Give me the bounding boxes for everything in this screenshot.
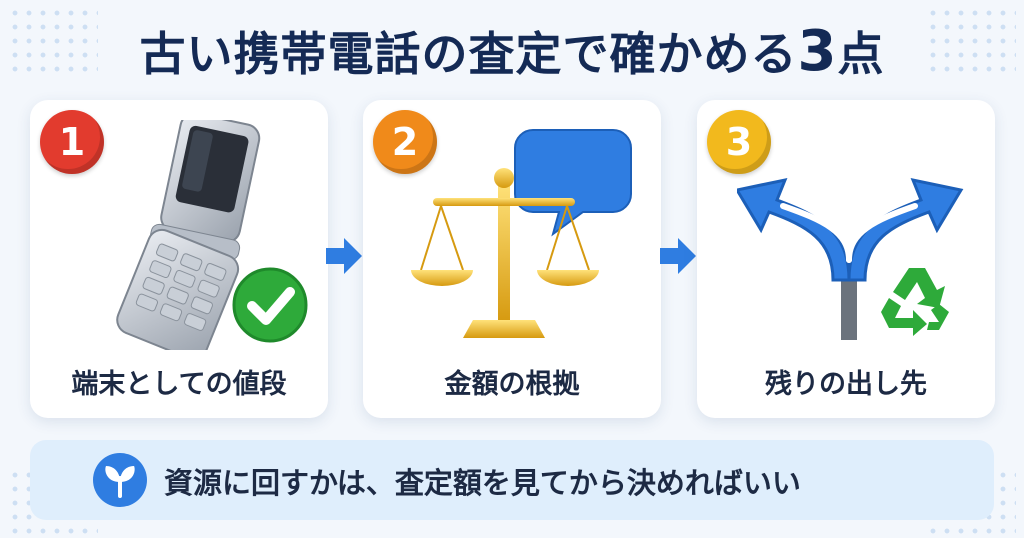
page-title: 古い携帯電話の査定で確かめる3点 — [0, 18, 1024, 84]
card-label-remaining-destination: 残りの出し先 — [765, 369, 927, 400]
scale-speech-bubble-icon — [411, 129, 632, 338]
step-badge-1: 1 — [40, 110, 104, 174]
title-suffix: 点 — [837, 27, 885, 81]
decor-dots-top-left — [8, 6, 98, 76]
card-device-value: 1 端末としての値段 — [30, 100, 328, 418]
flip-phone-check-icon — [116, 120, 308, 350]
banner-text: 資源に回すかは、査定額を見てから決めればいい — [164, 466, 801, 500]
card-remaining-destination: 3 残りの出し先 — [697, 100, 995, 418]
arrow-right-icon — [660, 238, 696, 274]
step-badge-3: 3 — [707, 110, 771, 174]
title-main: 古い携帯電話の査定で確かめる — [139, 27, 798, 81]
title-number: 3 — [797, 19, 838, 84]
decor-dots-top-right — [926, 6, 1016, 76]
arrow-right-icon — [326, 238, 362, 274]
card-label-device-value: 端末としての値段 — [71, 369, 287, 400]
fork-sign-recycle-icon — [737, 177, 964, 340]
step-badge-2: 2 — [373, 110, 437, 174]
summary-banner: 資源に回すかは、査定額を見てから決めればいい — [30, 440, 994, 520]
card-price-basis: 2 金額の根拠 — [363, 100, 661, 418]
leaf-icon — [93, 453, 147, 507]
card-label-price-basis: 金額の根拠 — [444, 369, 580, 400]
